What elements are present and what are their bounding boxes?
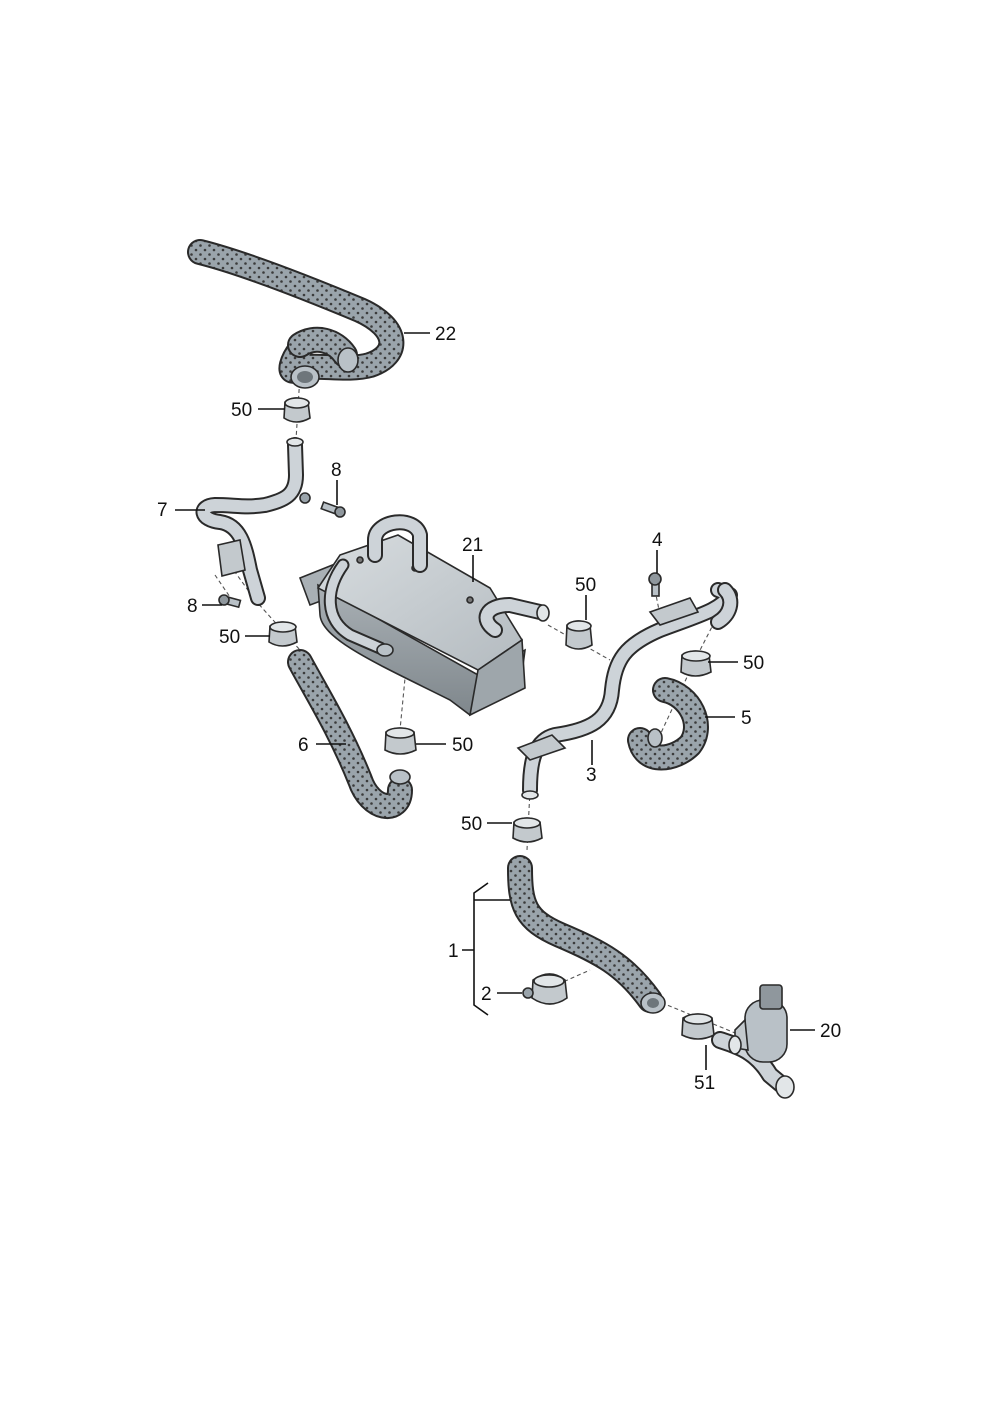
- bolt-4: [648, 572, 662, 597]
- cooler-21: [298, 514, 550, 717]
- valve-20: [711, 984, 795, 1099]
- label-5: 5: [741, 708, 752, 729]
- leader-lines: [175, 332, 815, 1070]
- label-20: 20: [820, 1021, 841, 1042]
- clamp-50-left: [268, 621, 298, 647]
- label-50-cooler-right: 50: [575, 575, 596, 596]
- clamp-50-lower: [512, 817, 543, 843]
- label-4: 4: [652, 530, 663, 551]
- clamp-50-right: [680, 650, 712, 677]
- label-2: 2: [481, 984, 492, 1005]
- label-22: 22: [435, 324, 456, 345]
- label-50-lower: 50: [461, 814, 482, 835]
- bolt-8-upper: [320, 501, 346, 518]
- label-50-right: 50: [743, 653, 764, 674]
- clamp-50-upper: [283, 397, 311, 423]
- clamp-2: [522, 973, 568, 1005]
- pipe-7: [195, 437, 311, 606]
- label-1: 1: [448, 941, 459, 962]
- label-7: 7: [157, 500, 168, 521]
- label-50-left: 50: [219, 627, 240, 648]
- label-50-upper: 50: [231, 400, 252, 421]
- label-6: 6: [298, 735, 309, 756]
- label-50-lower-left: 50: [452, 735, 473, 756]
- label-51: 51: [694, 1073, 715, 1094]
- clamp-50-lower-left: [384, 727, 417, 755]
- hose-5: [627, 677, 709, 771]
- clamp-51: [681, 1013, 715, 1040]
- bolt-8-lower: [218, 594, 242, 609]
- hose-22: [187, 239, 405, 389]
- pipe-3: [516, 582, 739, 800]
- position-labels: 22 50 8 7 21 4 8 50 50 50 5 6 50 3 50 1 …: [157, 324, 841, 1094]
- label-8-lower: 8: [187, 596, 198, 617]
- hose-1: [507, 855, 666, 1014]
- label-3: 3: [586, 765, 597, 786]
- label-8-upper: 8: [331, 460, 342, 481]
- hose-6: [287, 649, 413, 819]
- label-21: 21: [462, 535, 483, 556]
- clamp-50-cooler-right: [565, 620, 593, 650]
